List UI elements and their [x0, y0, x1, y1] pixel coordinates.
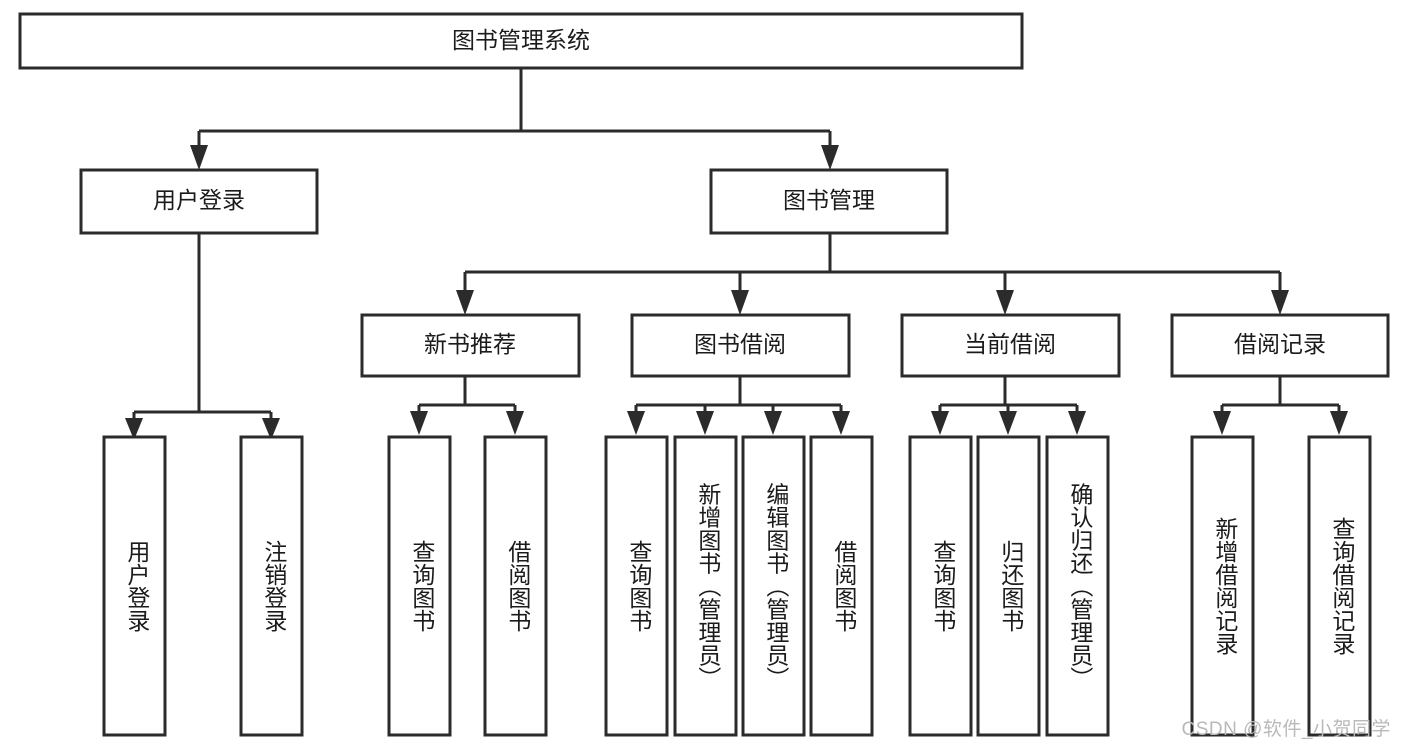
node-leaf-query-book-3[interactable]: 查询图书 — [908, 435, 973, 737]
node-leaf-query-book-1-box[interactable] — [387, 435, 452, 737]
node-leaf-query-book-3-label: 查询图书 — [930, 540, 957, 632]
arrow-leaf-borrow-book-1 — [506, 411, 524, 435]
node-new-book-rec-label: 新书推荐 — [424, 331, 516, 357]
node-leaf-add-record-label: 新增借阅记录 — [1212, 517, 1239, 655]
node-leaf-edit-book-box[interactable] — [741, 435, 806, 737]
node-leaf-query-book-2-box[interactable] — [604, 435, 669, 737]
node-leaf-borrow-book-2[interactable]: 借阅图书 — [809, 435, 874, 737]
node-leaf-logout-login-label: 注销登录 — [261, 540, 288, 632]
node-leaf-query-book-3-box[interactable] — [908, 435, 973, 737]
node-leaf-edit-book-label: 编辑图书（管理员） — [763, 483, 790, 690]
node-borrow-record[interactable]: 借阅记录 — [1170, 313, 1390, 378]
arrow-leaf-user-login — [125, 418, 143, 440]
node-book-borrow[interactable]: 图书借阅 — [630, 313, 851, 378]
node-leaf-confirm-return-box[interactable] — [1045, 435, 1110, 737]
connectors-borrow-record-to-leaves — [1213, 376, 1348, 435]
arrow-leaf-query-record — [1330, 411, 1348, 435]
node-leaf-add-book-box[interactable] — [673, 435, 738, 737]
node-leaf-return-book-label: 归还图书 — [998, 540, 1025, 632]
node-book-borrow-label: 图书借阅 — [694, 331, 786, 357]
arrow-leaf-add-book — [696, 411, 714, 435]
node-borrow-record-box[interactable] — [1170, 313, 1390, 378]
node-leaf-confirm-return[interactable]: 确认归还（管理员） — [1045, 435, 1110, 737]
connectors-book-borrow-to-leaves — [627, 376, 850, 435]
arrow-leaf-confirm-return — [1068, 411, 1086, 435]
arrow-leaf-add-record — [1213, 411, 1231, 435]
node-current-borrow[interactable]: 当前借阅 — [900, 313, 1121, 378]
arrow-leaf-return-book — [999, 411, 1017, 435]
node-leaf-query-book-1[interactable]: 查询图书 — [387, 435, 452, 737]
node-leaf-user-login[interactable]: 用户登录 — [102, 435, 167, 737]
node-leaf-query-record-label: 查询借阅记录 — [1329, 517, 1356, 655]
node-user-login-label: 用户登录 — [153, 187, 245, 213]
node-user-login[interactable]: 用户登录 — [79, 168, 319, 235]
node-new-book-rec-box[interactable] — [360, 313, 581, 378]
arrow-current-borrow — [996, 290, 1014, 315]
arrow-user-login — [190, 145, 208, 170]
node-leaf-borrow-book-1-label: 借阅图书 — [505, 540, 532, 632]
arrow-book-manage — [821, 145, 839, 170]
node-leaf-query-record[interactable]: 查询借阅记录 — [1307, 435, 1372, 737]
arrow-new-book-rec — [456, 290, 474, 315]
node-user-login-box[interactable] — [79, 168, 319, 235]
node-leaf-return-book-box[interactable] — [976, 435, 1041, 737]
node-root[interactable]: 图书管理系统 — [18, 12, 1024, 70]
node-book-manage-box[interactable] — [709, 168, 949, 235]
node-leaf-add-record-box[interactable] — [1190, 435, 1255, 737]
node-leaf-borrow-book-1[interactable]: 借阅图书 — [483, 435, 548, 737]
connectors-user-login-to-leaves — [125, 233, 280, 440]
node-leaf-query-book-1-label: 查询图书 — [409, 540, 436, 632]
node-current-borrow-label: 当前借阅 — [964, 331, 1056, 357]
arrow-leaf-borrow-book-2 — [832, 411, 850, 435]
arrow-leaf-edit-book — [764, 411, 782, 435]
connectors-new-book-rec-to-leaves — [410, 376, 524, 435]
node-leaf-query-book-2[interactable]: 查询图书 — [604, 435, 669, 737]
node-leaf-add-book-label: 新增图书（管理员） — [695, 483, 722, 690]
arrow-leaf-query-book-3 — [931, 411, 949, 435]
node-leaf-borrow-book-1-box[interactable] — [483, 435, 548, 737]
node-leaf-add-record[interactable]: 新增借阅记录 — [1190, 435, 1255, 737]
node-leaf-confirm-return-label: 确认归还（管理员） — [1067, 483, 1094, 690]
node-leaf-add-book[interactable]: 新增图书（管理员） — [673, 435, 738, 737]
node-leaf-query-book-2-label: 查询图书 — [626, 540, 653, 632]
arrow-borrow-record — [1271, 290, 1289, 315]
connectors-root-to-level2 — [190, 68, 839, 170]
node-current-borrow-box[interactable] — [900, 313, 1121, 378]
node-book-borrow-box[interactable] — [630, 313, 851, 378]
node-book-manage-label: 图书管理 — [783, 187, 875, 213]
node-leaf-user-login-box[interactable] — [102, 435, 167, 737]
node-leaf-logout-login[interactable]: 注销登录 — [239, 435, 304, 737]
arrow-book-borrow — [731, 290, 749, 315]
node-leaf-return-book[interactable]: 归还图书 — [976, 435, 1041, 737]
node-leaf-borrow-book-2-label: 借阅图书 — [831, 540, 858, 632]
node-root-box[interactable] — [18, 12, 1024, 70]
arrow-leaf-query-book-2 — [627, 411, 645, 435]
node-leaf-query-record-box[interactable] — [1307, 435, 1372, 737]
node-leaf-edit-book[interactable]: 编辑图书（管理员） — [741, 435, 806, 737]
connectors-book-manage-to-level3 — [456, 233, 1289, 315]
node-new-book-rec[interactable]: 新书推荐 — [360, 313, 581, 378]
node-leaf-borrow-book-2-box[interactable] — [809, 435, 874, 737]
arrow-leaf-logout-login — [262, 418, 280, 440]
node-book-manage[interactable]: 图书管理 — [709, 168, 949, 235]
node-leaf-user-login-label: 用户登录 — [124, 540, 151, 632]
node-leaf-logout-login-box[interactable] — [239, 435, 304, 737]
arrow-leaf-query-book-1 — [410, 411, 428, 435]
node-root-label: 图书管理系统 — [452, 27, 590, 53]
node-borrow-record-label: 借阅记录 — [1234, 331, 1326, 357]
connectors-current-borrow-to-leaves — [931, 376, 1086, 435]
